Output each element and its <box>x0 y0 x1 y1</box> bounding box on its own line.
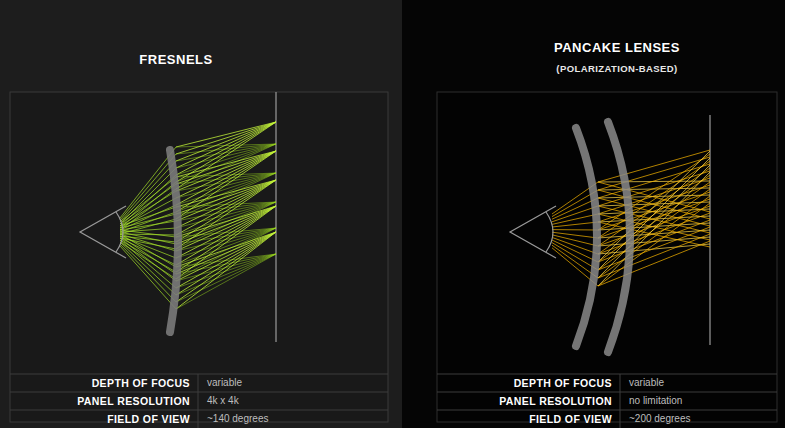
light-ray <box>120 212 176 232</box>
light-ray <box>120 242 176 295</box>
light-ray <box>176 254 276 309</box>
light-ray <box>598 214 710 240</box>
light-ray <box>176 180 276 235</box>
light-ray <box>176 144 276 182</box>
light-ray <box>552 235 598 246</box>
light-ray <box>598 196 710 278</box>
light-ray <box>176 151 276 198</box>
light-ray <box>176 254 276 302</box>
right-panel <box>402 0 785 428</box>
light-ray <box>552 237 598 254</box>
table-header: FIELD OF VIEW <box>529 413 612 425</box>
light-ray <box>120 175 176 226</box>
light-ray <box>120 189 176 230</box>
light-ray <box>552 222 598 227</box>
subheading: (POLARIZATION-BASED) <box>556 63 677 74</box>
light-ray <box>120 238 176 281</box>
light-ray <box>552 229 598 230</box>
light-ray <box>176 232 276 267</box>
light-ray <box>552 243 598 270</box>
light-ray <box>120 184 176 224</box>
light-ray <box>176 151 276 177</box>
eye-symbol <box>80 206 126 258</box>
light-ray <box>176 232 276 281</box>
table-header: DEPTH OF FOCUS <box>514 377 612 389</box>
light-rays <box>120 122 276 309</box>
light-ray <box>176 180 276 228</box>
light-ray <box>176 232 276 302</box>
light-ray <box>598 172 710 286</box>
light-ray <box>598 199 710 238</box>
right-frame <box>437 92 777 422</box>
table-cell: ~200 degrees <box>629 413 690 424</box>
light-ray <box>176 232 276 309</box>
table-header: FIELD OF VIEW <box>107 413 190 425</box>
light-ray <box>598 203 710 286</box>
table-lines <box>10 374 777 428</box>
light-ray <box>176 206 276 251</box>
table-cell: 4k x 4k <box>207 395 239 406</box>
fresnel-lens <box>170 150 178 332</box>
light-ray <box>176 180 276 207</box>
light-ray <box>598 241 710 286</box>
display-panel <box>275 92 276 342</box>
table-header: DEPTH OF FOCUS <box>92 377 190 389</box>
light-ray <box>598 151 710 262</box>
pancake-lens <box>576 128 597 346</box>
light-ray <box>598 165 710 278</box>
eye-symbol <box>510 206 556 258</box>
heading: FRESNELS <box>139 52 212 67</box>
light-ray <box>176 228 276 272</box>
light-ray <box>598 158 710 270</box>
light-ray <box>598 209 710 214</box>
table-cell: ~140 degrees <box>207 413 268 424</box>
table-header: PANEL RESOLUTION <box>77 395 190 407</box>
heading: PANCAKE LENSES <box>554 40 680 55</box>
pancake-lens <box>608 122 630 352</box>
light-ray <box>598 185 710 222</box>
light-ray <box>176 232 276 295</box>
light-ray <box>598 202 710 206</box>
light-ray <box>176 122 276 182</box>
light-ray <box>176 122 276 147</box>
table-header: PANEL RESOLUTION <box>499 395 612 407</box>
light-ray <box>120 198 176 228</box>
left-frame <box>10 92 388 422</box>
table-cell: no limitation <box>629 395 682 406</box>
light-ray <box>552 232 598 238</box>
light-ray <box>120 240 176 288</box>
light-ray <box>176 122 276 154</box>
table-cell: variable <box>629 377 664 388</box>
light-ray <box>598 234 710 278</box>
light-ray <box>598 164 710 198</box>
light-ray <box>598 157 710 190</box>
light-ray <box>552 240 598 262</box>
light-ray <box>598 192 710 230</box>
left-panel <box>0 0 402 428</box>
table-cell: variable <box>207 377 242 388</box>
light-ray <box>176 254 276 295</box>
light-ray <box>120 244 176 302</box>
light-ray <box>120 246 176 309</box>
light-ray <box>176 151 276 212</box>
